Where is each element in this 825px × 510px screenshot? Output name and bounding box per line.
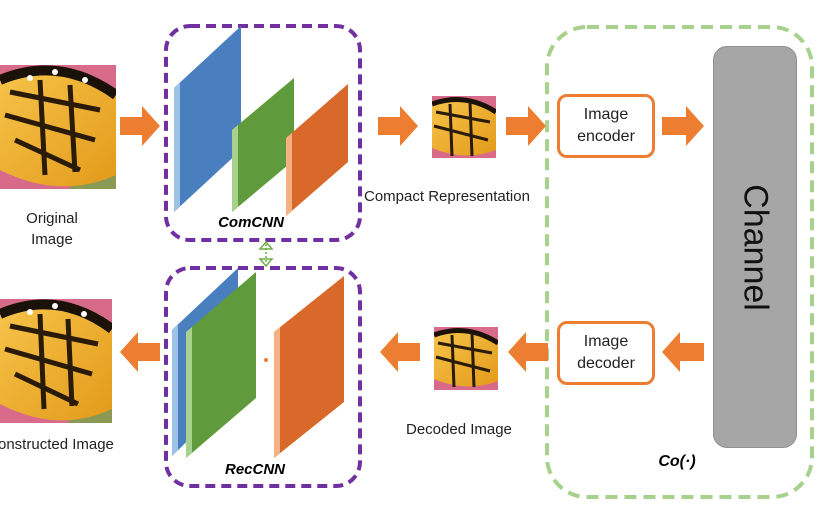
- reconstructed-image: [0, 299, 112, 423]
- original-image: [0, 65, 116, 189]
- image-encoder-label-line1: Image: [583, 106, 629, 123]
- shared-link-icon: [258, 240, 274, 268]
- reccnn-title: RecCNN: [224, 461, 285, 478]
- co-title: Co(·): [658, 453, 696, 470]
- original-image-label: Original Image: [8, 208, 96, 250]
- reccnn-layer-orange: [274, 276, 344, 458]
- arrow-decoded-to-reccnn: [380, 332, 420, 372]
- arrow-comcnn-to-compact: [378, 106, 418, 146]
- reccnn-layer-green: [186, 272, 256, 458]
- arrow-reccnn-to-reconstructed: [120, 332, 160, 372]
- compact-representation-image: [432, 96, 496, 158]
- image-encoder-box: Image encoder: [557, 94, 655, 158]
- arrow-encoder-to-channel: [662, 106, 704, 146]
- comcnn-title: ComCNN: [218, 214, 284, 231]
- comcnn-box: [164, 24, 362, 242]
- comcnn-layer-orange: [286, 84, 348, 216]
- comcnn-layer-green: [232, 78, 294, 212]
- decoded-image: [434, 327, 498, 390]
- image-decoder-label-line2: decoder: [577, 355, 635, 372]
- co-box: [545, 25, 814, 499]
- arrow-decoder-to-decoded: [508, 332, 548, 372]
- channel-label: Channel: [736, 184, 775, 311]
- original-label-line1: Original: [26, 210, 78, 227]
- comcnn-layer-blue: [174, 26, 241, 212]
- reccnn-ellipsis-dot: [264, 358, 268, 362]
- image-decoder-label-line1: Image: [583, 333, 629, 350]
- arrow-channel-to-decoder: [662, 332, 704, 372]
- channel-block: [713, 46, 797, 448]
- arrow-compact-to-encoder: [506, 106, 546, 146]
- image-decoder-box: Image decoder: [557, 321, 655, 385]
- decoded-image-label: Decoded Image: [406, 421, 512, 438]
- reconstructed-image-label: onstructed Image: [0, 436, 114, 453]
- reccnn-box: [164, 266, 362, 488]
- image-encoder-label-line2: encoder: [577, 128, 635, 145]
- arrow-original-to-comcnn: [120, 106, 160, 146]
- original-label-line2: Image: [31, 231, 73, 248]
- compact-representation-label: Compact Representation: [364, 188, 530, 205]
